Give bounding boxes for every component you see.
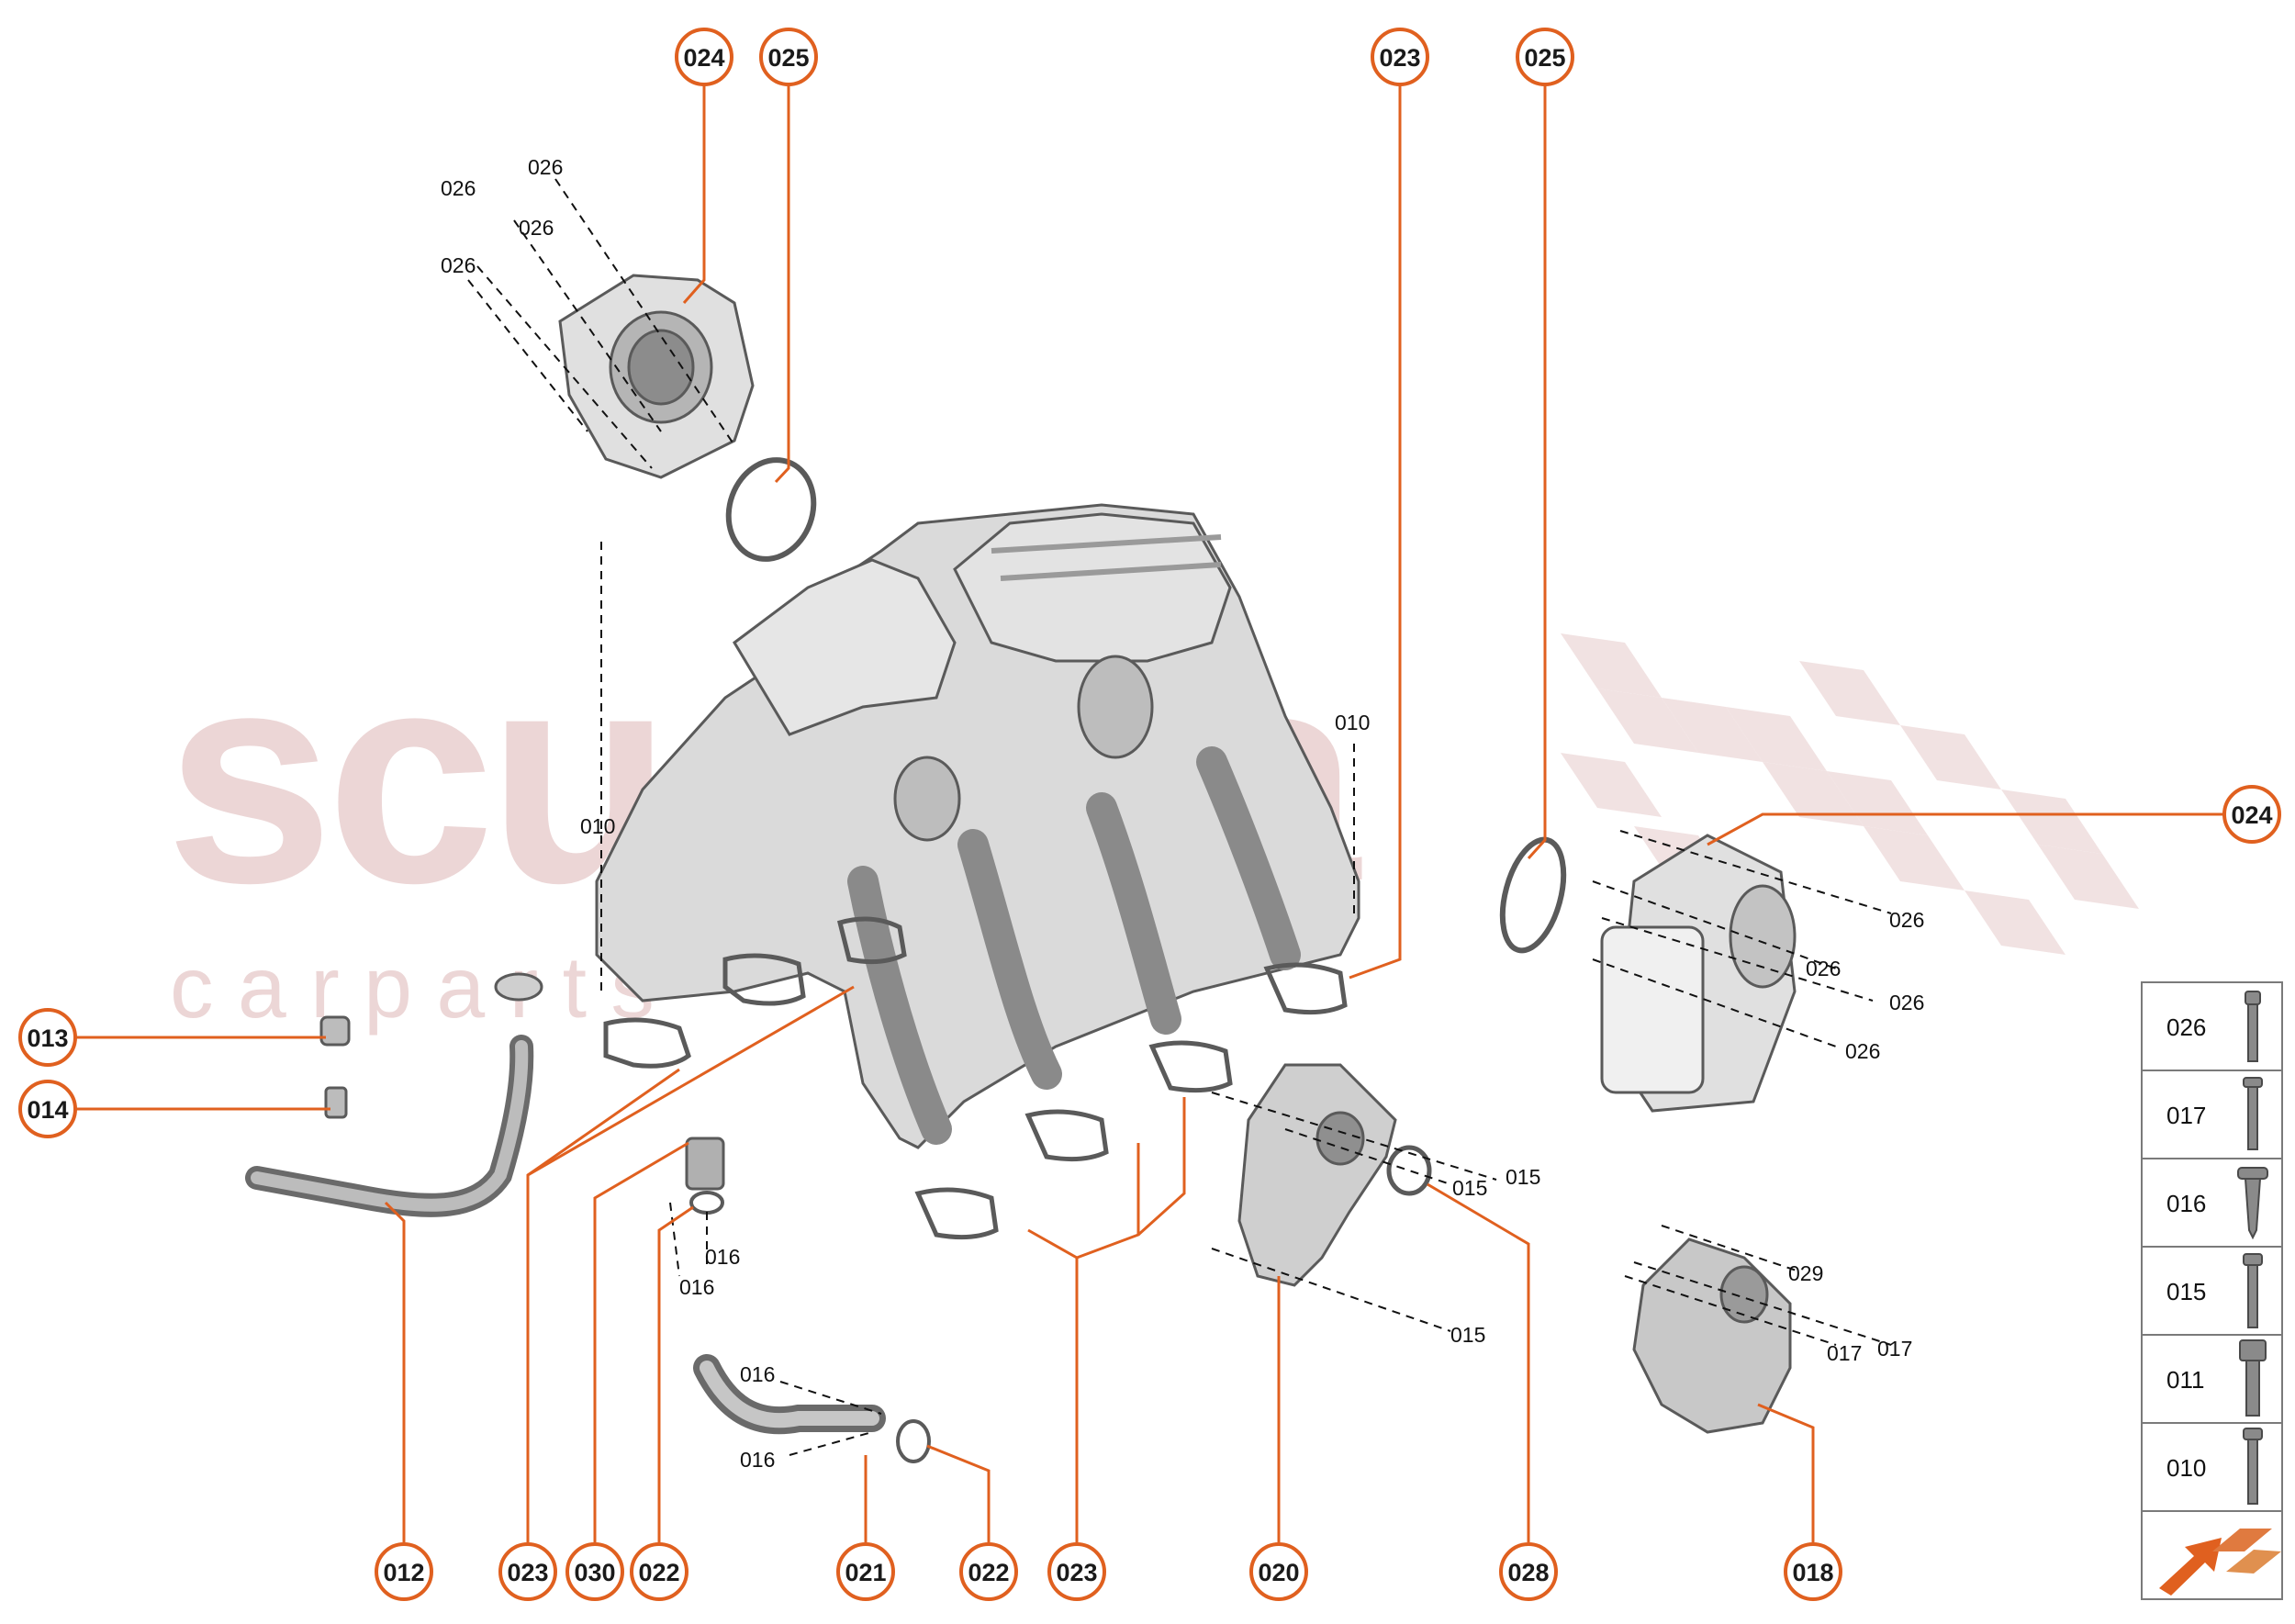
bolt-026-icon xyxy=(2245,991,2261,1062)
table-row-010: 010 xyxy=(2166,1454,2206,1482)
callout-021: 021 xyxy=(845,1559,886,1586)
manifold-gaskets xyxy=(603,916,1348,1240)
label-017-b: 017 xyxy=(1877,1337,1912,1361)
callout-025-right: 025 xyxy=(1524,44,1565,72)
orientation-arrow-icon xyxy=(2159,1529,2281,1596)
throttle-body-right xyxy=(1600,834,1797,1113)
intake-manifold xyxy=(595,503,1360,1149)
table-row-015: 015 xyxy=(2166,1278,2206,1305)
callout-014: 014 xyxy=(27,1096,68,1124)
label-026-r2: 026 xyxy=(1806,957,1841,980)
label-026-d: 026 xyxy=(441,253,476,277)
bracket xyxy=(1237,1063,1397,1287)
label-026-b: 026 xyxy=(441,176,476,200)
label-015-c: 015 xyxy=(1450,1323,1485,1347)
fitting-030 xyxy=(685,1137,725,1191)
hose-clamp xyxy=(494,972,543,1002)
screw-016-icon xyxy=(2237,1167,2268,1240)
label-026-r1: 026 xyxy=(1889,908,1924,932)
label-016-d: 016 xyxy=(740,1448,775,1472)
callout-023-bottom-a: 023 xyxy=(507,1559,548,1586)
label-016-b: 016 xyxy=(679,1275,714,1299)
hose-sleeve-014 xyxy=(324,1086,348,1119)
callout-024-top: 024 xyxy=(683,44,724,72)
callout-022-a: 022 xyxy=(638,1559,679,1586)
callout-025-top: 025 xyxy=(767,44,809,72)
label-016-a: 016 xyxy=(705,1245,740,1269)
vent-hose xyxy=(245,1035,534,1217)
label-026-a: 026 xyxy=(528,155,563,179)
label-010-right: 010 xyxy=(1335,711,1370,734)
label-010-left: 010 xyxy=(580,814,615,838)
sealing-ring-right xyxy=(1499,836,1567,954)
callout-030: 030 xyxy=(574,1559,615,1586)
fastener-table: 026 017 016 015 011 010 xyxy=(2141,981,2283,1600)
callout-012: 012 xyxy=(383,1559,424,1586)
bolt-015-icon xyxy=(2243,1253,2263,1328)
callout-013: 013 xyxy=(27,1025,68,1052)
callout-024-right: 024 xyxy=(2231,801,2272,829)
label-015-a: 015 xyxy=(1506,1165,1540,1189)
callout-circles xyxy=(18,28,2281,1601)
callout-leaders xyxy=(71,76,2224,1542)
seal-ring-016 xyxy=(689,1191,724,1215)
control-valve xyxy=(1632,1238,1792,1434)
label-017-a: 017 xyxy=(1827,1341,1862,1365)
label-026-r3: 026 xyxy=(1889,991,1924,1014)
table-row-017: 017 xyxy=(2166,1102,2206,1129)
coolant-pipe xyxy=(693,1354,886,1435)
callout-022-b: 022 xyxy=(968,1559,1009,1586)
callout-028: 028 xyxy=(1507,1559,1549,1586)
label-026-r4: 026 xyxy=(1845,1039,1880,1063)
throttle-body-top xyxy=(558,274,755,479)
callout-020: 020 xyxy=(1258,1559,1299,1586)
callout-018: 018 xyxy=(1792,1559,1833,1586)
callout-023-bottom-b: 023 xyxy=(1056,1559,1097,1586)
label-026-c: 026 xyxy=(519,216,554,240)
table-row-026: 026 xyxy=(2166,1014,2206,1041)
hose-clip-013 xyxy=(319,1015,351,1047)
bolt-017-icon xyxy=(2243,1077,2263,1150)
o-ring-028 xyxy=(1386,1145,1432,1196)
bolt-010-icon xyxy=(2243,1428,2263,1505)
sealing-ring-top xyxy=(725,457,817,562)
label-015-b: 015 xyxy=(1452,1176,1487,1200)
seal-ring-022 xyxy=(896,1419,931,1463)
table-row-016: 016 xyxy=(2166,1190,2206,1217)
bolt-011-icon xyxy=(2239,1339,2267,1417)
label-029: 029 xyxy=(1788,1261,1823,1285)
label-016-c: 016 xyxy=(740,1362,775,1386)
watermark-tagline: c a r p a r t s xyxy=(170,939,655,1036)
dashed-leaders xyxy=(467,178,1892,1456)
callout-023-top: 023 xyxy=(1379,44,1420,72)
table-row-011: 011 xyxy=(2166,1366,2204,1394)
